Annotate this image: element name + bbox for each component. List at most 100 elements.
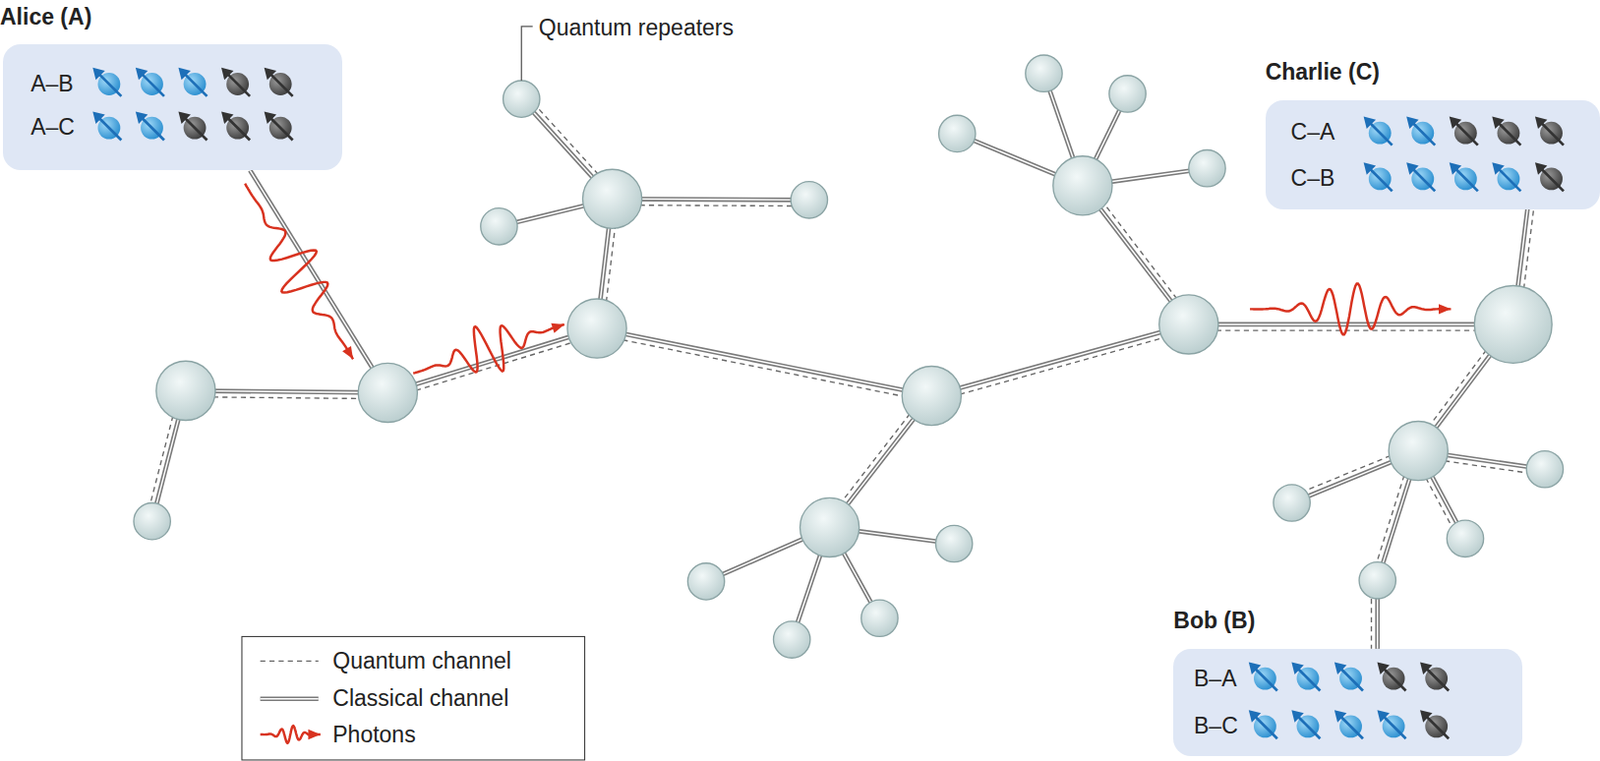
repeater-node <box>133 503 171 540</box>
spin-arrow <box>99 117 122 140</box>
spin-arrowhead <box>135 66 148 79</box>
spin-arrowhead <box>92 111 105 123</box>
photon-wave <box>260 725 321 744</box>
repeater-node <box>773 621 811 658</box>
spin-arrowhead <box>1535 162 1547 175</box>
repeater-node <box>1446 520 1483 557</box>
classical-channel-core <box>1188 323 1514 325</box>
spin-arrow <box>227 117 250 140</box>
legend-text: Classical channel <box>332 685 509 712</box>
repeater-node <box>1025 55 1063 92</box>
spin-arrow <box>1412 122 1435 146</box>
spin-arrowhead <box>1420 661 1432 674</box>
qubit-row-illustration <box>1173 649 1523 757</box>
spin-arrow <box>270 73 294 97</box>
spin-arrow <box>1383 668 1407 692</box>
repeater-node <box>1526 451 1563 488</box>
party-panel: Alice (A)A–BA–C <box>2 44 342 172</box>
key-pair-label: B–A <box>1193 665 1237 693</box>
photon-arrowhead <box>342 346 354 359</box>
photon-wave <box>244 183 354 359</box>
quantum-channel <box>185 397 388 400</box>
key-pair-label: A–B <box>30 70 73 98</box>
repeater-node <box>583 169 643 229</box>
spin-arrowhead <box>264 111 277 123</box>
spin-arrow <box>1298 715 1321 739</box>
spin-arrow <box>99 73 122 97</box>
repeater-node <box>1273 484 1310 522</box>
classical-channel <box>387 328 597 393</box>
spin-arrowhead <box>1377 710 1390 722</box>
repeater-node <box>935 525 972 562</box>
key-pair-label: B–C <box>1193 712 1239 740</box>
spin-arrow <box>141 117 165 140</box>
spin-arrow <box>1254 668 1278 692</box>
repeater-node <box>1388 421 1448 481</box>
classical-channel <box>931 324 1188 397</box>
photon-wave <box>1249 283 1451 335</box>
spin-arrow <box>1455 168 1479 191</box>
photons <box>244 183 1451 374</box>
classical-channel-core <box>249 170 388 393</box>
spin-arrow <box>1540 122 1564 146</box>
repeater-node <box>357 362 417 422</box>
spin-arrowhead <box>135 111 148 123</box>
spin-arrowhead <box>1420 710 1432 722</box>
spin-arrowhead <box>178 111 191 123</box>
classical-channel <box>1188 322 1514 328</box>
repeater-node <box>861 599 898 637</box>
qubit-row-illustration <box>1265 100 1600 210</box>
legend-text: Quantum channel <box>332 648 512 675</box>
spin-arrowhead <box>1362 162 1375 175</box>
spin-arrowhead <box>1406 116 1419 128</box>
spin-arrowhead <box>1448 116 1461 128</box>
repeater-node <box>1359 562 1396 599</box>
spin-arrow <box>1412 168 1435 191</box>
quantum-channel <box>1188 329 1514 331</box>
repeater-node <box>1188 150 1226 187</box>
repeater-node <box>939 115 976 152</box>
spin-arrowhead <box>1491 162 1504 175</box>
leader-line <box>521 26 533 81</box>
callout-label: Quantum repeaters <box>538 14 734 42</box>
photon-arrowhead <box>550 323 564 334</box>
spin-arrowhead <box>221 66 234 79</box>
classical-channel-core <box>185 390 388 393</box>
repeater-node <box>901 365 961 425</box>
spin-arrow <box>1298 668 1321 692</box>
repeater-node <box>480 208 518 245</box>
spin-arrowhead <box>1334 661 1347 674</box>
spin-arrow <box>270 117 294 140</box>
spin-arrow <box>1497 122 1521 146</box>
spin-arrowhead <box>1448 162 1461 175</box>
repeater-node <box>800 497 860 557</box>
photon-arrowhead <box>307 729 320 740</box>
classical-channel-core <box>931 324 1188 397</box>
spin-arrowhead <box>1362 116 1375 128</box>
spin-arrowhead <box>1406 162 1419 175</box>
legend-text: Photons <box>332 721 415 749</box>
legend-classical-sample <box>260 696 319 702</box>
spin-arrow <box>1340 715 1363 739</box>
spin-arrowhead <box>1248 710 1261 722</box>
spin-arrowhead <box>92 66 105 79</box>
spin-arrow <box>1340 668 1363 692</box>
spin-arrow <box>141 73 165 97</box>
photon-wave <box>413 324 565 374</box>
repeater-node <box>156 360 216 420</box>
photon-arrowhead <box>1438 303 1451 314</box>
spin-arrowhead <box>1334 710 1347 722</box>
classical-channel-core <box>596 328 932 396</box>
repeater-node <box>687 563 724 600</box>
spin-arrow <box>1368 122 1392 146</box>
key-pair-label: A–C <box>30 114 75 141</box>
repeater-node <box>790 181 828 219</box>
legend-frame <box>241 636 586 761</box>
party-heading: Alice (A) <box>0 3 92 31</box>
quantum-channel <box>595 334 931 402</box>
repeater-node <box>1053 156 1113 216</box>
spin-arrowhead <box>1292 710 1304 722</box>
repeater-node <box>1159 295 1219 355</box>
spin-arrowhead <box>1292 661 1304 674</box>
qubit-row-illustration <box>2 44 342 172</box>
